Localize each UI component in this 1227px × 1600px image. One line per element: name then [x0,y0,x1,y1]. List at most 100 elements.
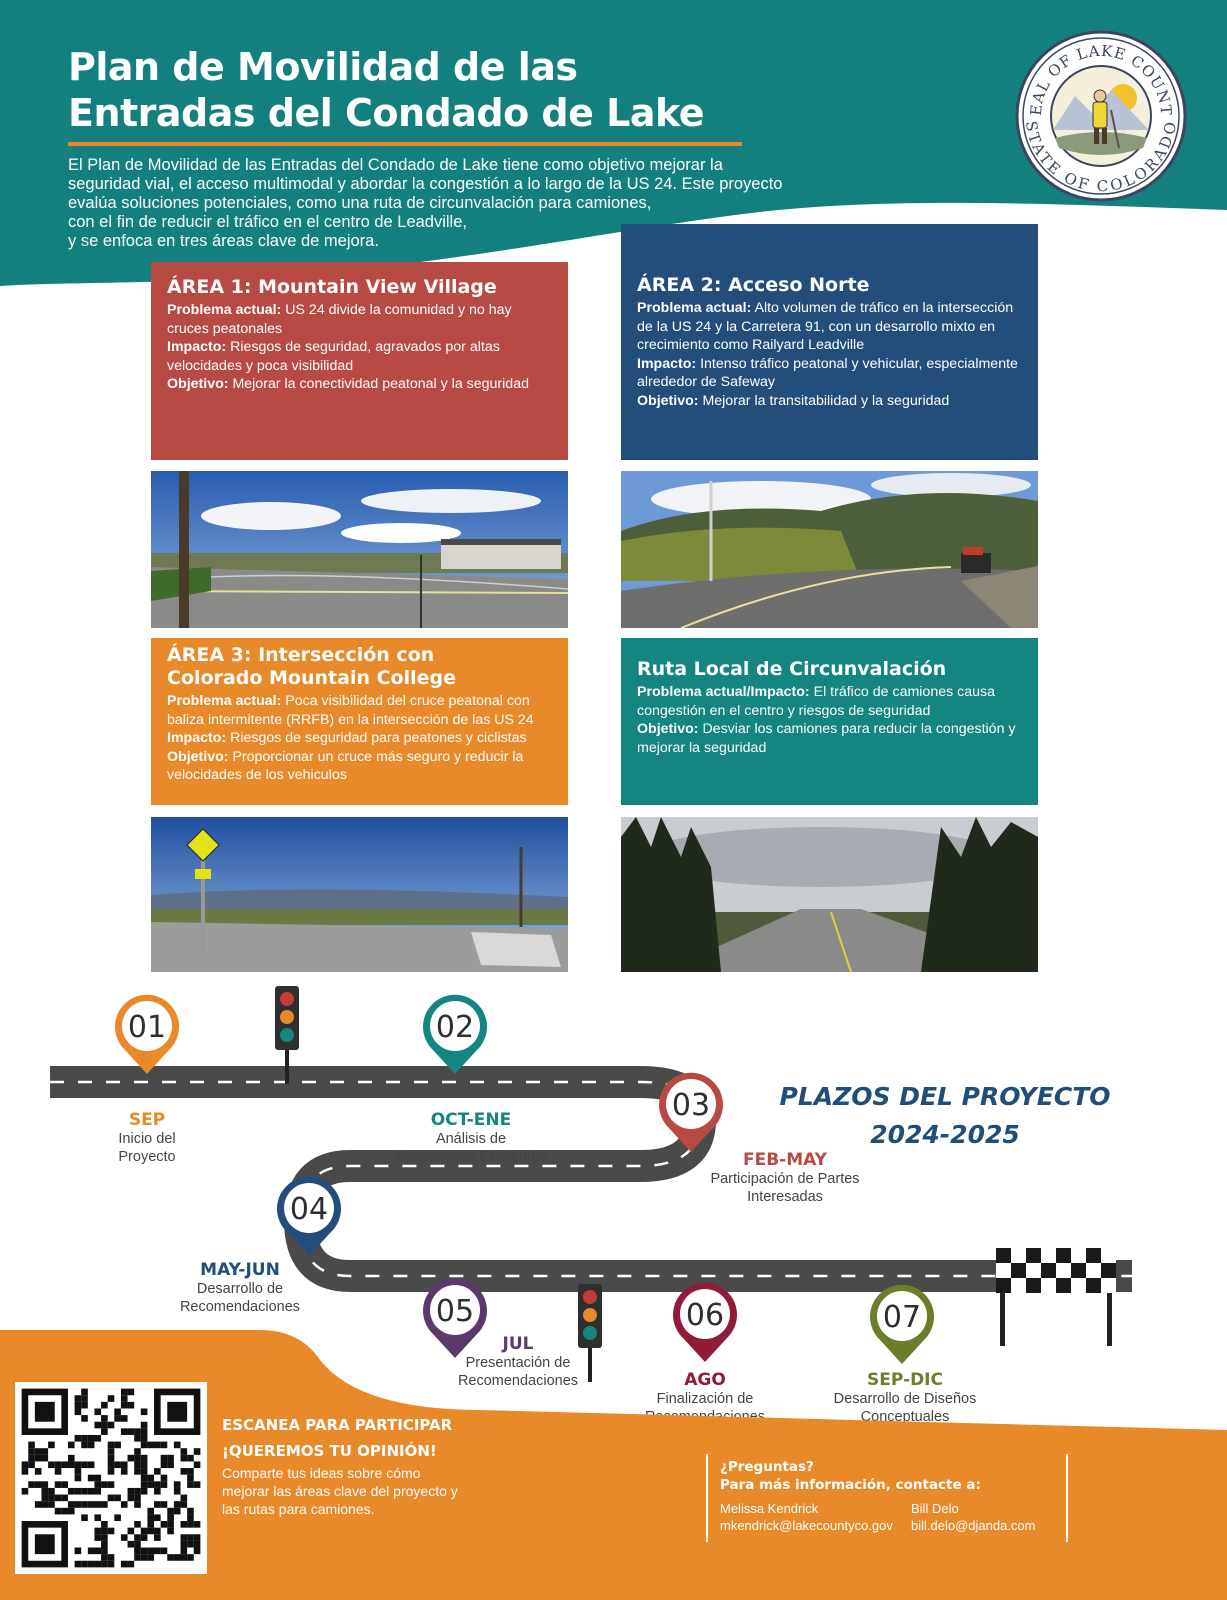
timeline-step-number: 05 [436,1294,474,1329]
timeline-pin-icon: 01 [115,994,179,1074]
questions-heading: ¿Preguntas? Para más información, contac… [720,1459,981,1493]
area-detail-label: Objetivo: [637,392,699,409]
contact-bill: Bill Delo bill.delo@djanda.com [911,1501,1036,1533]
timeline-heading: PLAZOS DEL PROYECTO 2024-2025 [779,1082,1111,1149]
traffic-light-icon [578,1284,602,1382]
timeline-step-description: Recomendaciones [457,1373,579,1389]
opinion-text: Comparte tus ideas sobre cómo mejorar la… [222,1465,458,1517]
timeline-step-description: Recomendaciones [179,1299,301,1315]
area-detail-text: Poca visibilidad del cruce peatonal con … [167,693,534,728]
area-detail: Problema actual: US 24 divide la comunid… [167,301,552,338]
area-detail-text: Alto volumen de tráfico en la intersecci… [637,300,1014,353]
area-detail: Impacto: Intenso tráfico peatonal y vehi… [637,355,1022,392]
area-2-photo [621,471,1038,628]
timeline-step-month: SEP [128,1110,166,1130]
timeline-step-description: Presentación de [465,1355,571,1371]
footer-background [0,1330,1227,1600]
area-detail: Objetivo: Desviar los camiones para redu… [637,720,1022,757]
timeline-step-number: 02 [436,1010,474,1045]
timeline-step-description: Inicio del [118,1131,176,1147]
area-detail-label: Impacto: [637,355,697,372]
finish-line-flag-icon [996,1248,1116,1346]
area-detail-label: Objetivo: [167,748,229,765]
area-detail-label: Problema actual: [637,300,752,316]
timeline-pin-icon: 05 [423,1278,487,1358]
area-detail-label: Problema actual: [167,302,282,318]
page-title: Plan de Movilidad de las Entradas del Co… [68,45,705,135]
lake-county-seal-logo: SEAL OF LAKE COUNTY STATE OF COLORADO [1015,30,1187,202]
area-detail-text: Desviar los camiones para reducir la con… [637,721,1016,756]
timeline-pin-icon: 07 [870,1284,934,1364]
timeline-step-description: Participación de Partes [710,1171,860,1187]
timeline-pin-icon: 03 [659,1072,723,1152]
timeline-step-month: SEP-DIC [867,1370,943,1390]
area-detail-text: El tráfico de camiones causa congestión … [637,684,996,719]
contact-divider [1066,1454,1068,1542]
area-detail-text: Riesgos de seguridad, agravados por alta… [167,339,500,374]
area-detail: Impacto: Riesgos de seguridad, agravados… [167,338,552,375]
scan-to-participate-label: ESCANEA PARA PARTICIPAR [222,1416,453,1434]
area-3-photo [151,817,568,972]
area-title: Ruta Local de Circunvalación [637,658,947,680]
timeline-step-month: OCT-ENE [430,1110,512,1130]
qr-code[interactable] [15,1382,207,1574]
contact-divider [706,1454,708,1542]
area-title: ÁREA 3: Intersección con Colorado Mounta… [167,644,456,689]
timeline-pin-icon: 02 [423,994,487,1074]
area-detail: Problema actual: Alto volumen de tráfico… [637,299,1022,355]
timeline-step-number: 07 [883,1300,921,1335]
area-detail-label: Objetivo: [167,376,229,392]
intro-paragraph: El Plan de Movilidad de las Entradas del… [68,156,783,250]
timeline-step-description: Condiciones Existentes [395,1149,547,1165]
timeline-step-description: Análisis de [435,1131,507,1147]
area-detail: Objetivo: Mejorar la conectividad peaton… [167,375,552,394]
area-detail: Objetivo: Mejorar la transitabilidad y l… [637,392,1022,411]
bypass-route-photo [621,817,1038,972]
area-detail: Objetivo: Proporcionar un cruce más segu… [167,748,552,785]
email-link[interactable]: bill.delo@djanda.com [911,1518,1036,1533]
area-detail-label: Impacto: [167,339,227,355]
timeline-step-description: Proyecto [118,1149,176,1165]
area-detail-label: Problema actual: [167,693,282,709]
opinion-heading: ¡QUEREMOS TU OPINIÓN! [222,1442,437,1460]
timeline-step-number: 03 [672,1088,710,1123]
timeline-step-description: Finalización de [656,1391,754,1407]
timeline-step-month: MAY-JUN [200,1260,280,1280]
contact-melissa: Melissa Kendrick mkendrick@lakecountyco.… [720,1501,893,1533]
timeline-step-description: Desarrollo de [196,1281,284,1297]
timeline-step-number: 04 [290,1192,328,1227]
timeline-step-number: 01 [128,1010,166,1045]
traffic-light-icon [275,986,299,1084]
timeline-step-month: AGO [684,1370,726,1390]
area-detail-text: Proporcionar un cruce más seguro y reduc… [167,748,524,784]
area-detail-text: Mejorar la conectividad peatonal y la se… [232,376,529,392]
area-detail: Problema actual: Poca visibilidad del cr… [167,692,552,729]
area-detail-text: Intenso tráfico peatonal y vehicular, es… [637,355,1018,391]
timeline-step-number: 06 [686,1298,724,1333]
timeline-step-month: FEB-MAY [743,1150,827,1170]
area-3-card: ÁREA 3: Intersección con Colorado Mounta… [151,638,568,805]
timeline-step-description: Desarrollo de Diseños [833,1391,977,1407]
area-detail: Impacto: Riesgos de seguridad para peato… [167,729,552,748]
area-detail-label: Impacto: [167,730,227,746]
timeline-step-description: Interesadas [747,1189,823,1205]
area-detail-text: Mejorar la transitabilidad y la segurida… [702,392,950,409]
area-detail-label: Objetivo: [637,721,699,737]
area-1-photo [151,471,568,628]
email-link[interactable]: mkendrick@lakecountyco.gov [720,1518,893,1533]
area-detail-text: Riesgos de seguridad para peatones y cic… [230,730,527,746]
title-underline [68,142,742,146]
timeline-pin-icon: 04 [277,1176,341,1256]
area-detail-text: US 24 divide la comunidad y no hay cruce… [167,302,512,337]
area-title: ÁREA 1: Mountain View Village [167,276,497,298]
timeline-step-month: JUL [502,1334,534,1354]
